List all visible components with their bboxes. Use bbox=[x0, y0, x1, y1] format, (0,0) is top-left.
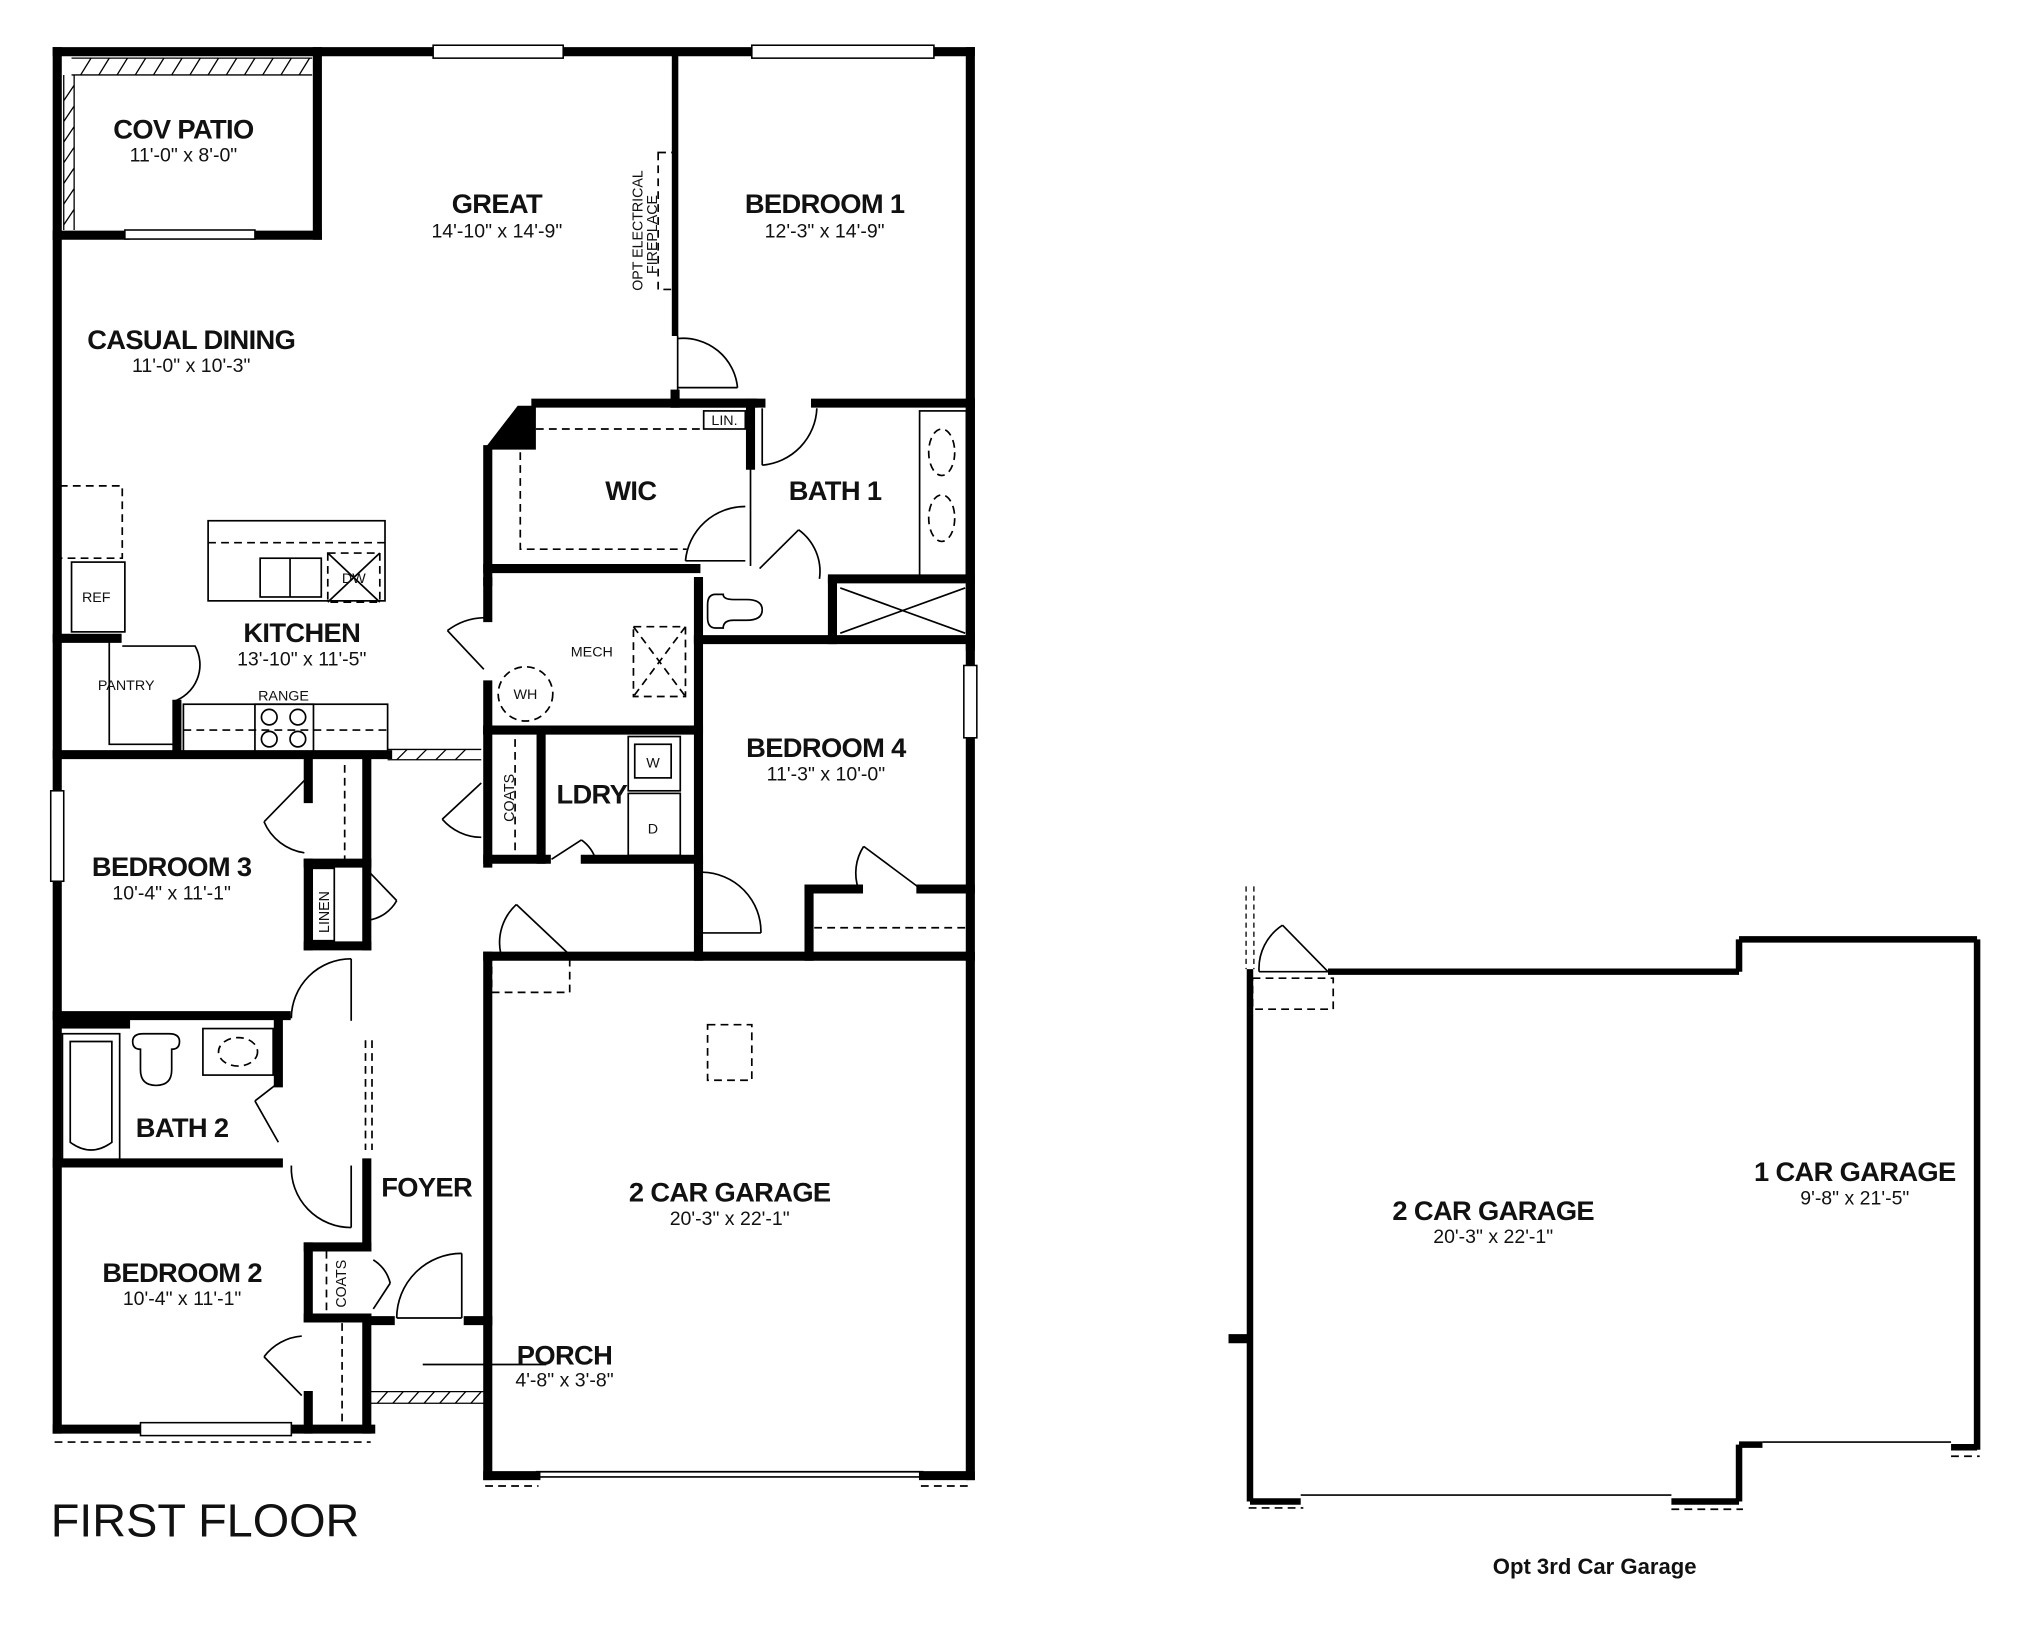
room-dims-great: 14'-10" x 14'-9" bbox=[431, 221, 562, 243]
room-name-wic: WIC bbox=[605, 475, 656, 506]
room-dims-bedroom4: 11'-3" x 10'-0" bbox=[767, 764, 886, 786]
door-bedroom1[interactable] bbox=[676, 335, 739, 395]
bath-1: BATH 1 bbox=[693, 398, 975, 651]
room-name-porch: PORCH bbox=[517, 1340, 612, 1371]
room-name-casual-dining: CASUAL DINING bbox=[87, 324, 295, 355]
fixture-linen: LINEN bbox=[317, 891, 333, 933]
window-bedroom3 bbox=[49, 790, 65, 883]
great-room: GREAT 14'-10" x 14'-9" OPT ELECTRICAL FI… bbox=[431, 151, 675, 291]
room-name-bath2: BATH 2 bbox=[136, 1112, 229, 1143]
window-great bbox=[432, 44, 564, 59]
option-name-garage2: 2 CAR GARAGE bbox=[1392, 1195, 1594, 1226]
door-front-entry[interactable] bbox=[395, 1252, 463, 1319]
room-name-bedroom4: BEDROOM 4 bbox=[746, 732, 906, 763]
room-dims-garage2: 20'-3" x 22'-1" bbox=[670, 1208, 790, 1230]
bedroom-2: COATS BEDROOM 2 10'-4" x 11'-1" bbox=[54, 1158, 392, 1443]
room-name-foyer: FOYER bbox=[381, 1172, 473, 1203]
room-name-ldry: LDRY bbox=[556, 779, 627, 810]
garage-2-car: 2 CAR GARAGE 20'-3" x 22'-1" bbox=[485, 1023, 973, 1487]
foyer: FOYER bbox=[366, 1172, 493, 1326]
laundry: COATS W D LDRY bbox=[441, 725, 704, 868]
kitchen: REF DW KITCHEN 13'-10" x 11'-5" PANTRY R… bbox=[52, 485, 389, 757]
room-name-mech: MECH bbox=[571, 644, 613, 660]
bedroom-4: BEDROOM 4 11'-3" x 10'-0" bbox=[693, 732, 975, 961]
fixture-dryer: D bbox=[648, 821, 658, 837]
room-name-bedroom1: BEDROOM 1 bbox=[745, 188, 905, 219]
plan-title: FIRST FLOOR bbox=[51, 1495, 360, 1547]
fixture-fireplace-line1: OPT ELECTRICAL bbox=[631, 170, 647, 291]
door-opt-garage-entry[interactable] bbox=[1251, 924, 1335, 1011]
cov-patio: COV PATIO 11'-0" x 8'-0" bbox=[52, 47, 322, 240]
room-dims-cov-patio: 11'-0" x 8'-0" bbox=[130, 145, 238, 167]
room-name-bedroom3: BEDROOM 3 bbox=[92, 851, 252, 882]
room-dims-casual-dining: 11'-0" x 10'-3" bbox=[132, 355, 251, 377]
door-bath1[interactable] bbox=[761, 408, 818, 467]
room-name-kitchen: KITCHEN bbox=[243, 617, 360, 648]
door-garage-entry[interactable] bbox=[490, 903, 571, 994]
room-name-bath1: BATH 1 bbox=[789, 475, 882, 506]
fixture-pantry: PANTRY bbox=[98, 678, 155, 694]
option-name-garage1: 1 CAR GARAGE bbox=[1754, 1156, 1956, 1187]
window-bedroom2 bbox=[139, 1421, 293, 1437]
room-dims-bedroom3: 10'-4" x 11'-1" bbox=[112, 882, 231, 904]
casual-dining: CASUAL DINING 11'-0" x 10'-3" bbox=[87, 324, 296, 377]
window-bedroom4 bbox=[963, 664, 978, 739]
room-dims-bedroom2: 10'-4" x 11'-1" bbox=[123, 1288, 242, 1310]
door-wic[interactable] bbox=[684, 505, 746, 562]
option-caption: Opt 3rd Car Garage bbox=[1493, 1554, 1697, 1579]
porch: PORCH 4'-8" x 3'-8" bbox=[370, 1340, 614, 1404]
fixture-wh: WH bbox=[514, 687, 538, 703]
mech: WH MECH bbox=[446, 576, 704, 871]
fixture-ref: REF bbox=[82, 590, 111, 606]
wic: LIN. WIC bbox=[483, 398, 758, 586]
option-dims-garage2: 20'-3" x 22'-1" bbox=[1433, 1226, 1553, 1248]
room-name-garage2: 2 CAR GARAGE bbox=[629, 1177, 831, 1208]
opt-3rd-car-garage: 2 CAR GARAGE 20'-3" x 22'-1" 1 CAR GARAG… bbox=[1228, 886, 1981, 1511]
room-name-cov-patio: COV PATIO bbox=[113, 113, 254, 144]
fixture-coats-1: COATS bbox=[502, 774, 518, 822]
room-name-great: GREAT bbox=[452, 188, 543, 219]
fixture-dw: DW bbox=[342, 571, 366, 587]
bedroom-3: LINEN BEDROOM 3 10'-4" x 11'-1" bbox=[52, 757, 398, 1021]
fixture-washer: W bbox=[646, 756, 660, 772]
fixture-range: RANGE bbox=[258, 688, 309, 704]
bath-2: BATH 2 bbox=[52, 1015, 373, 1168]
bedroom-1: BEDROOM 1 12'-3" x 14'-9" bbox=[745, 188, 906, 243]
room-dims-porch: 4'-8" x 3'-8" bbox=[515, 1370, 613, 1392]
room-dims-bedroom1: 12'-3" x 14'-9" bbox=[765, 221, 885, 243]
fixture-fireplace-line2: FIREPLACE bbox=[645, 195, 661, 274]
room-dims-kitchen: 13'-10" x 11'-5" bbox=[237, 649, 366, 671]
fixture-coats-2: COATS bbox=[334, 1260, 350, 1308]
room-name-bedroom2: BEDROOM 2 bbox=[102, 1257, 262, 1288]
window-bedroom1 bbox=[751, 44, 935, 59]
option-dims-garage1: 9'-8" x 21'-5" bbox=[1800, 1187, 1909, 1209]
fixture-lin: LIN. bbox=[711, 413, 737, 429]
